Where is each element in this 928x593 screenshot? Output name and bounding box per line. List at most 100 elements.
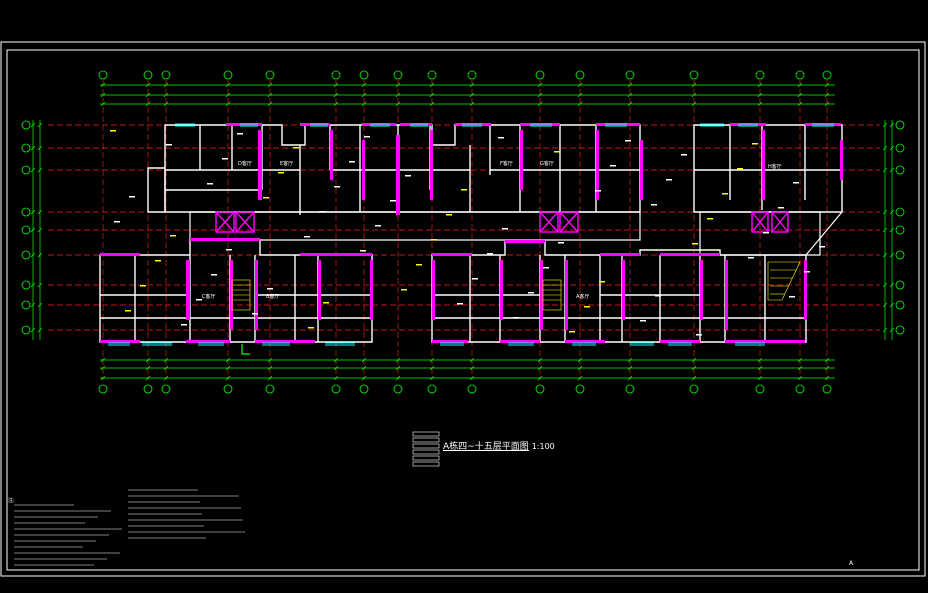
axis-bubble-top — [535, 70, 545, 80]
shear-wall — [396, 135, 400, 215]
dim-tick — [882, 145, 888, 151]
annotation-mark — [196, 299, 202, 301]
room-label-d: D客厅 — [238, 160, 252, 167]
dim-tick — [627, 82, 633, 88]
annotation-mark — [431, 239, 437, 241]
shear-wall — [100, 340, 140, 343]
dim-tick — [889, 327, 895, 333]
room-label-a: A客厅 — [576, 293, 589, 300]
small-annotations — [110, 130, 825, 336]
shear-wall — [318, 260, 321, 320]
annotation-mark — [666, 179, 672, 181]
dim-tick — [757, 365, 763, 371]
stairs — [231, 261, 801, 311]
dim-tick — [882, 327, 888, 333]
shear-wall — [432, 253, 472, 256]
axis-bubble-right — [895, 207, 905, 217]
shear-wall — [370, 260, 373, 320]
axis-bubble-top — [427, 70, 437, 80]
dim-tick — [100, 82, 106, 88]
annotation-mark — [278, 172, 284, 174]
dim-tick — [691, 365, 697, 371]
axis-bubble-bottom — [98, 384, 108, 394]
dim-tick — [37, 252, 43, 258]
dim-tick — [537, 375, 543, 381]
dim-tick — [757, 82, 763, 88]
dim-tick — [267, 357, 273, 363]
shear-wall — [186, 340, 230, 343]
dim-tick — [824, 365, 830, 371]
dim-tick — [882, 167, 888, 173]
annotation-mark — [166, 144, 172, 146]
axis-bubble-top — [689, 70, 699, 80]
dim-tick — [163, 101, 169, 107]
dim-tick — [37, 282, 43, 288]
annotation-mark — [804, 271, 810, 273]
annotation-mark — [498, 137, 504, 139]
annotation-mark — [114, 221, 120, 223]
axis-bubble-top — [223, 70, 233, 80]
elevators — [215, 211, 789, 233]
notes-heading: 注: — [8, 498, 15, 504]
axis-bubble-left — [21, 280, 31, 290]
annotation-mark — [263, 197, 269, 199]
annotation-mark — [737, 168, 743, 170]
dim-tick — [333, 92, 339, 98]
axis-bubble-bottom — [795, 384, 805, 394]
drawing-title-text: A栋四~十五层平面图 — [443, 442, 529, 452]
shear-wall — [565, 260, 568, 330]
dim-tick — [30, 209, 36, 215]
dim-tick — [163, 82, 169, 88]
annotation-mark — [267, 288, 273, 290]
annotation-mark — [323, 302, 329, 304]
dim-tick — [267, 101, 273, 107]
dim-tick — [145, 365, 151, 371]
annotation-mark — [125, 310, 131, 312]
axis-bubble-top — [755, 70, 765, 80]
dim-tick — [797, 375, 803, 381]
annotation-mark — [707, 218, 713, 220]
axis-bubble-top — [575, 70, 585, 80]
annotation-mark — [319, 211, 325, 213]
shear-wall — [725, 340, 805, 343]
annotation-mark — [502, 228, 508, 230]
axis-bubble-left — [21, 207, 31, 217]
dim-tick — [225, 365, 231, 371]
room-labels: D客厅 E客厅 F客厅 G客厅 H客厅 C客厅 B客厅 A客厅 — [202, 160, 782, 300]
drawing-scale: 1:100 — [531, 442, 555, 451]
annotation-mark — [763, 232, 769, 234]
dim-tick — [882, 302, 888, 308]
dim-tick — [882, 122, 888, 128]
dim-tick — [100, 375, 106, 381]
annotation-mark — [207, 183, 213, 185]
dim-tick — [361, 365, 367, 371]
dim-tick — [577, 375, 583, 381]
axis-bubble-top — [359, 70, 369, 80]
annotation-mark — [625, 140, 631, 142]
dim-tick — [691, 375, 697, 381]
dim-tick — [395, 365, 401, 371]
shear-wall — [330, 130, 333, 180]
dim-tick — [429, 82, 435, 88]
annotation-mark — [211, 274, 217, 276]
annotation-mark — [375, 225, 381, 227]
dim-tick — [30, 327, 36, 333]
dim-tick — [429, 92, 435, 98]
annotation-mark — [558, 242, 564, 244]
axis-bubble-bottom — [755, 384, 765, 394]
dim-tick — [163, 357, 169, 363]
shear-wall — [190, 238, 260, 241]
annotation-mark — [390, 200, 396, 202]
shear-wall — [565, 340, 605, 343]
shear-wall — [100, 253, 140, 256]
dim-tick — [361, 357, 367, 363]
dim-tick — [333, 82, 339, 88]
dim-tick — [627, 357, 633, 363]
axis-bubble-bottom — [143, 384, 153, 394]
axis-bubble-left — [21, 250, 31, 260]
dim-tick — [225, 92, 231, 98]
dim-tick — [163, 375, 169, 381]
dim-tick — [429, 375, 435, 381]
